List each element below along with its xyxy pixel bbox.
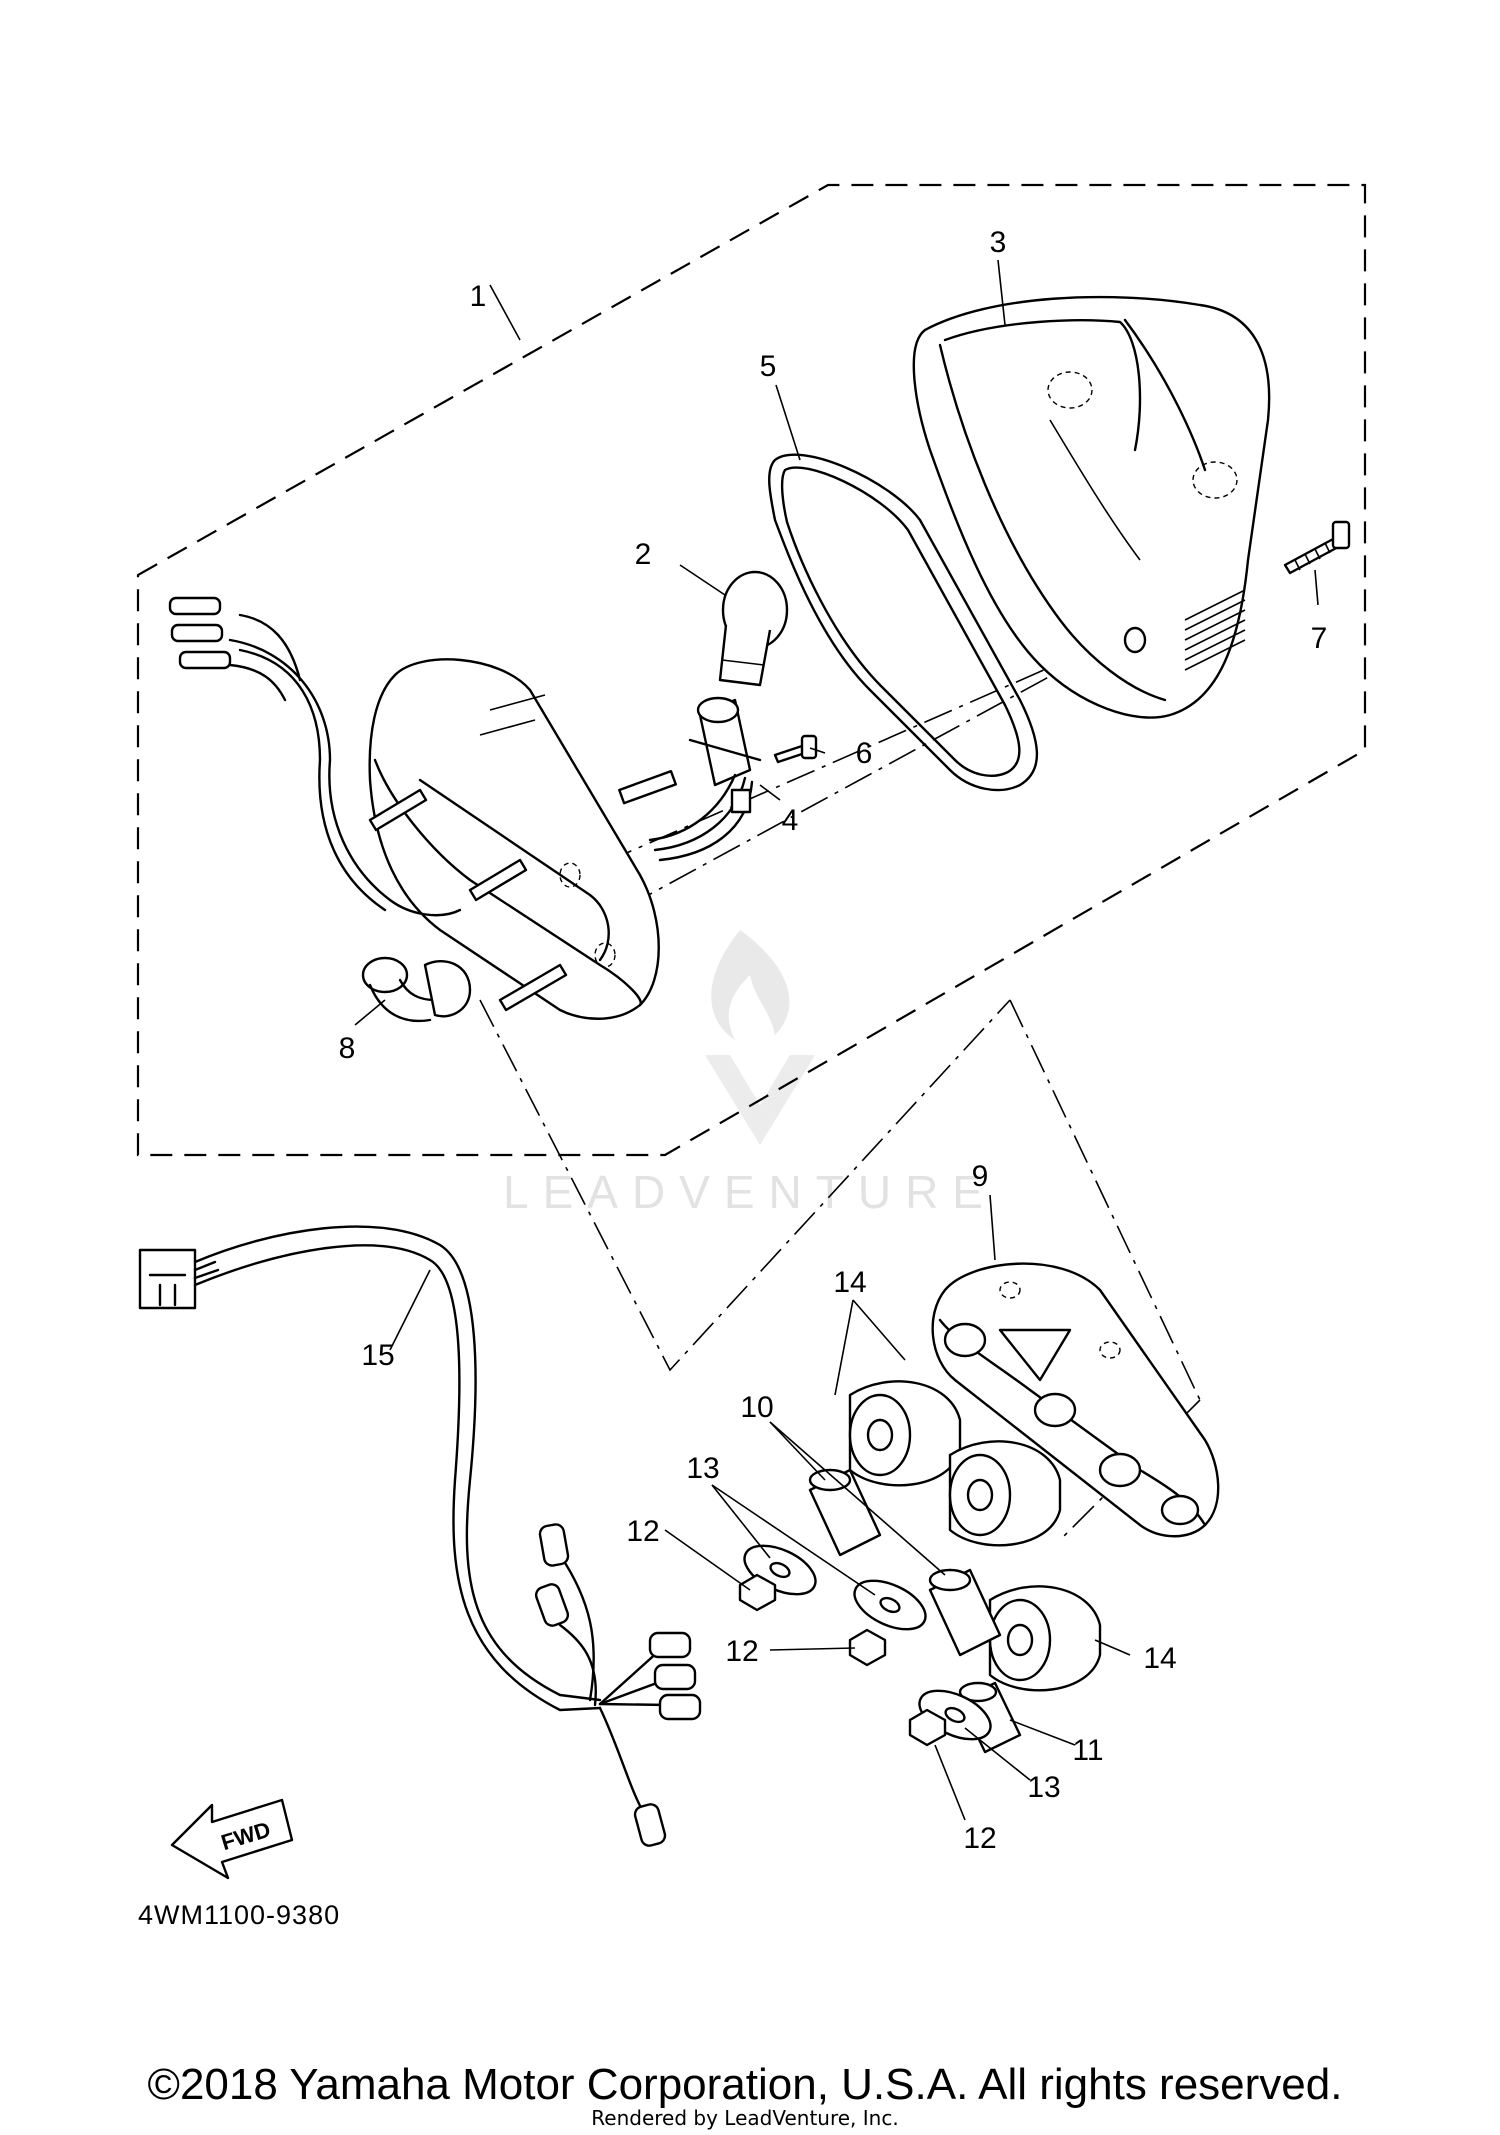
assembly-boundary [136,183,1367,1157]
callouts: 1 2 3 4 5 6 7 8 9 10 11 12 12 12 13 13 1… [339,226,1328,1855]
diagram-part-number: 4WM1100-9380 [138,1900,340,1930]
callout-5: 5 [760,350,777,383]
rendered-by-notice: Rendered by LeadVenture, Inc. [591,2106,898,2130]
callout-13: 13 [1027,1771,1060,1804]
part-lens [912,295,1271,719]
callout-4: 4 [782,804,799,837]
callout-15: 15 [361,1339,394,1372]
callout-12: 12 [626,1515,659,1548]
callout-8: 8 [339,1032,356,1065]
callout-14: 14 [833,1266,866,1299]
part-screw-6 [773,734,818,764]
part-bracket [931,1262,1220,1538]
part-socket [648,696,762,862]
part-grommet [361,956,472,1023]
callout-3: 3 [990,226,1007,259]
callout-7: 7 [1311,622,1328,655]
callout-12: 12 [725,1635,758,1668]
callout-1: 1 [470,280,487,313]
callout-10: 10 [740,1391,773,1424]
part-bulb [718,570,789,687]
callout-11: 11 [1072,1734,1103,1767]
callout-13: 13 [686,1452,719,1485]
callout-6: 6 [856,737,873,770]
callout-9: 9 [972,1160,989,1193]
callout-2: 2 [635,538,652,571]
part-gasket [768,453,1039,792]
part-nut [738,1573,947,1747]
part-wire-harness [138,1225,702,1847]
part-collar-11 [958,1681,1022,1754]
part-housing [368,658,677,1020]
callout-12: 12 [963,1822,996,1855]
leadventure-watermark: LEADVENTURE [503,930,997,1218]
leader-lines [354,259,1319,1821]
fwd-arrow-icon: FWD [170,1798,294,1880]
copyright-notice: ©2018 Yamaha Motor Corporation, U.S.A. A… [148,2060,1343,2109]
watermark-text: LEADVENTURE [503,1166,997,1218]
part-collar-10 [808,1468,1002,1657]
housing-wires [168,596,462,917]
callout-14: 14 [1143,1642,1176,1675]
part-damper [848,1380,1102,1692]
part-screw-7 [1283,520,1351,575]
